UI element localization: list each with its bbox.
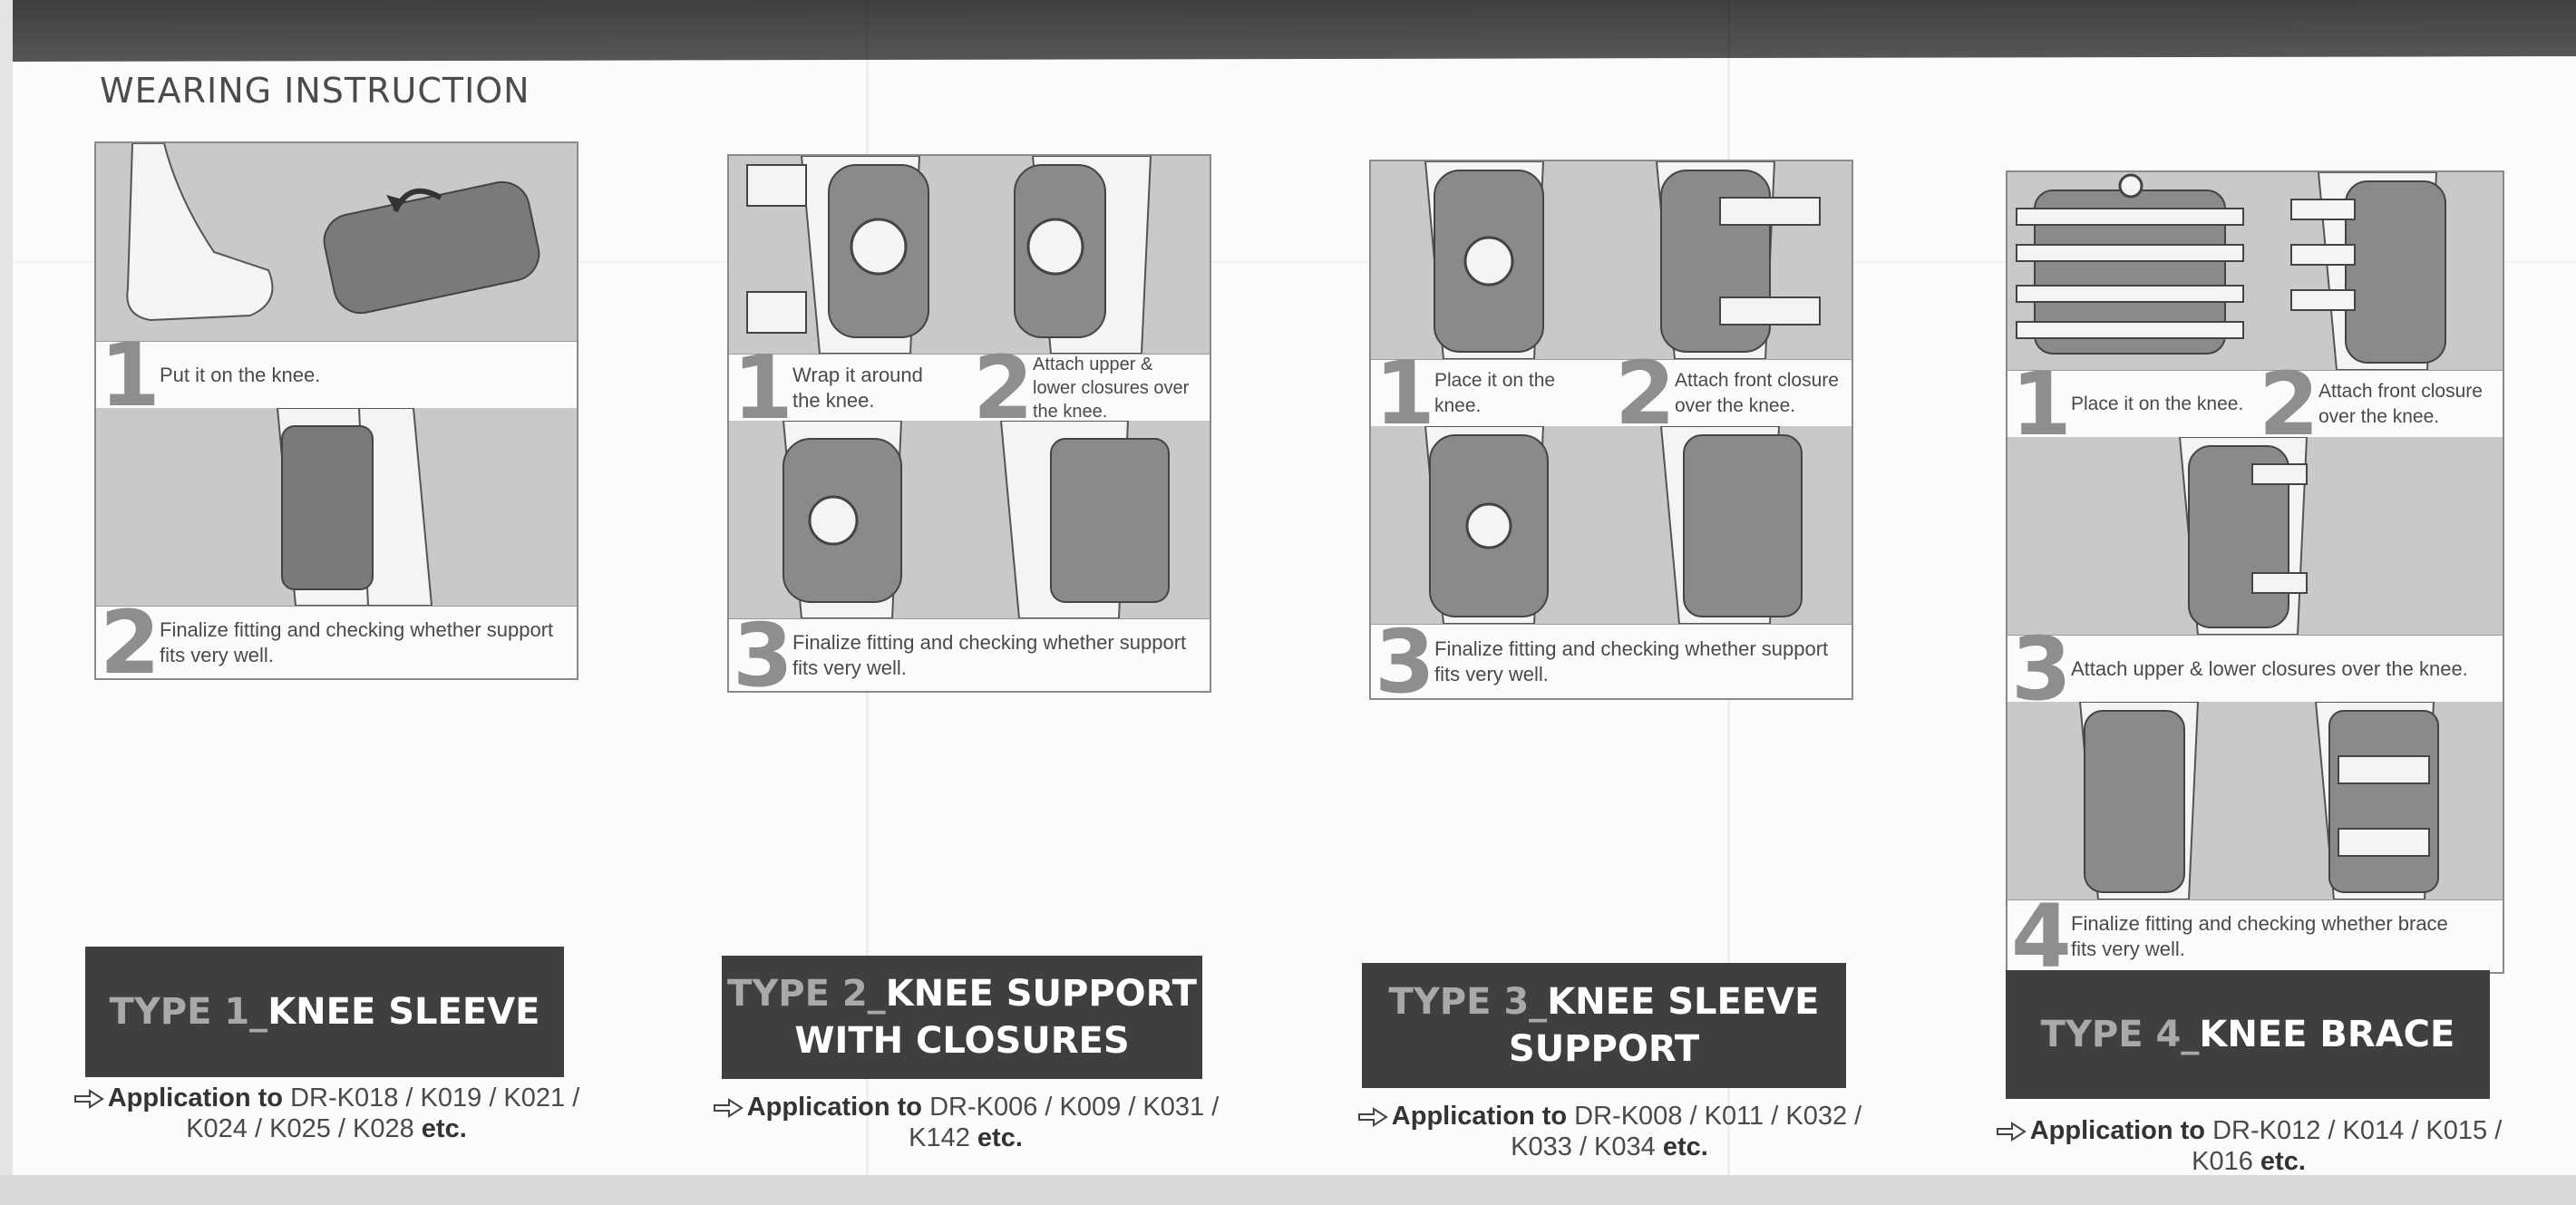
type2-step2-illustration [969, 156, 1210, 354]
type-name-line2: SUPPORT [1508, 1028, 1700, 1070]
step-number: 1 [733, 337, 793, 439]
type2-step2-caption: 2 Attach upper & lower closures over the… [969, 337, 1210, 439]
type2-step3-caption: 3 Finalize fitting and checking whether … [729, 605, 1210, 693]
type4-title-band: TYPE 4_KNEE BRACE [2006, 970, 2490, 1099]
step-number: 3 [2011, 618, 2072, 720]
type-prefix: TYPE 1_ [109, 991, 268, 1033]
step-text: Finalize fitting and checking whether su… [792, 631, 1187, 679]
application-label: Application to [107, 1084, 284, 1113]
type-name: KNEE SUPPORT [885, 973, 1197, 1015]
type1-application: Application to DR-K018 / K019 / K021 / K… [73, 1083, 580, 1144]
type1-title-band: TYPE 1_KNEE SLEEVE [85, 947, 564, 1077]
step-text: Place it on the knee. [1434, 370, 1556, 416]
step-text: Wrap it around the knee. [792, 364, 923, 412]
type2-illustration-panel: 1 Wrap it around the knee. 2 Attach uppe… [727, 154, 1211, 693]
type-prefix: TYPE 4_ [2040, 1014, 2200, 1055]
type4-step1-caption: 1 Place it on the knee. [2007, 354, 2255, 455]
application-models: DR-K008 / K011 / K032 / K033 / K034 [1511, 1102, 1862, 1161]
type2-step1-caption: 1 Wrap it around the knee. [729, 337, 969, 439]
type-prefix: TYPE 3_ [1388, 981, 1548, 1023]
step-number: 2 [973, 337, 1034, 439]
type4-step2-illustration [2255, 172, 2503, 370]
application-models: DR-K006 / K009 / K031 / K142 [909, 1093, 1220, 1152]
type4-step3-caption: 3 Attach upper & lower closures over the… [2007, 618, 2503, 720]
type3-step2-illustration [1611, 161, 1852, 359]
type2-title-band: TYPE 2_KNEE SUPPORT WITH CLOSURES [722, 956, 1202, 1079]
type-name-line2: WITH CLOSURES [794, 1020, 1130, 1062]
page-edge [0, 1175, 2576, 1205]
step-text: Place it on the knee. [2071, 394, 2244, 414]
application-suffix: etc. [2260, 1147, 2306, 1176]
step-number: 1 [2011, 354, 2072, 455]
type1-step1-caption: 1 Put it on the knee. [96, 325, 577, 426]
type3-step3-illustration [1371, 426, 1852, 624]
application-suffix: etc. [421, 1114, 467, 1143]
step-number: 4 [2011, 886, 2072, 974]
type4-step4-caption: 4 Finalize fitting and checking whether … [2007, 886, 2503, 974]
type2-application: Application to DR-K006 / K009 / K031 / K… [698, 1092, 1233, 1153]
step-text: Finalize fitting and checking whether br… [2071, 912, 2448, 960]
type4-step4-illustration [2007, 702, 2503, 899]
type1-illustration-panel: 1 Put it on the knee. 2 Finalize fitting… [94, 141, 578, 680]
application-models: DR-K018 / K019 / K021 / K024 / K025 / K0… [186, 1084, 580, 1143]
step-text: Put it on the knee. [160, 364, 321, 386]
type-name: KNEE SLEEVE [267, 991, 540, 1033]
arrow-right-outline-icon [713, 1098, 744, 1119]
type3-title-band: TYPE 3_KNEE SLEEVE SUPPORT [1362, 963, 1846, 1088]
type3-illustration-panel: 1 Place it on the knee. 2 Attach front c… [1369, 160, 1853, 700]
step-number: 3 [733, 605, 793, 693]
type4-step3-illustration [2007, 437, 2503, 635]
step-number: 1 [100, 325, 160, 426]
page-title: WEARING INSTRUCTION [100, 71, 530, 111]
arrow-right-outline-icon [73, 1089, 104, 1110]
application-label: Application to [2029, 1116, 2206, 1145]
type4-step2-caption: 2 Attach front closure over the knee. [2255, 354, 2503, 455]
type2-step1-illustration [729, 156, 969, 354]
type1-step2-illustration [96, 408, 577, 606]
step-text: Finalize fitting and checking whether su… [160, 618, 554, 666]
step-text: Attach front closure over the knee. [2318, 381, 2483, 427]
arrow-right-outline-icon [1996, 1122, 2027, 1142]
step-text: Attach front closure over the knee. [1675, 370, 1839, 416]
type3-step1-illustration [1371, 161, 1611, 359]
application-label: Application to [746, 1093, 923, 1122]
type1-step2-caption: 2 Finalize fitting and checking whether … [96, 592, 577, 680]
step-text: Finalize fitting and checking whether su… [1434, 637, 1829, 685]
application-suffix: etc. [1662, 1132, 1708, 1161]
step-number: 2 [1615, 343, 1676, 444]
top-band [13, 0, 2576, 62]
application-label: Application to [1391, 1102, 1568, 1131]
step-number: 2 [2259, 354, 2319, 455]
type3-step1-caption: 1 Place it on the knee. [1371, 343, 1611, 444]
step-text: Attach upper & lower closures over the k… [1033, 355, 1190, 422]
type3-application: Application to DR-K008 / K011 / K032 / K… [1346, 1101, 1872, 1162]
application-suffix: etc. [977, 1123, 1023, 1152]
type-name: KNEE SLEEVE [1547, 981, 1820, 1023]
type4-illustration-panel: 1 Place it on the knee. 2 Attach front c… [2006, 170, 2504, 974]
type3-step2-caption: 2 Attach front closure over the knee. [1611, 343, 1852, 444]
type3-step3-caption: 3 Finalize fitting and checking whether … [1371, 611, 1852, 700]
type-prefix: TYPE 2_ [727, 973, 886, 1015]
step-number: 2 [100, 592, 160, 680]
type1-step1-illustration [96, 143, 577, 341]
application-models: DR-K012 / K014 / K015 / K016 [2192, 1116, 2503, 1176]
step-number: 1 [1375, 343, 1435, 444]
step-number: 3 [1375, 611, 1435, 700]
type2-step3-illustration [729, 421, 1210, 618]
type4-step1-illustration [2007, 172, 2255, 370]
type4-application: Application to DR-K012 / K014 / K015 / K… [1977, 1115, 2521, 1177]
step-text: Attach upper & lower closures over the k… [2071, 657, 2468, 680]
arrow-right-outline-icon [1357, 1107, 1388, 1128]
type-name: KNEE BRACE [2199, 1014, 2455, 1055]
